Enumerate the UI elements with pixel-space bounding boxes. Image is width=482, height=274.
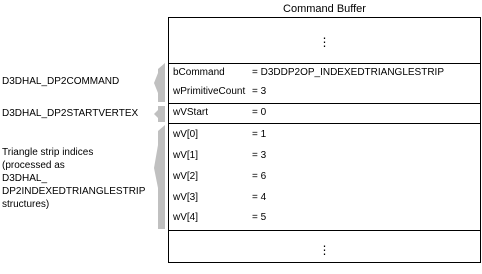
value-wv4: = 5 [252, 212, 267, 223]
ellipsis-bottom: ⋮ [318, 243, 331, 257]
field-wv1: wV[1] [173, 150, 199, 161]
field-wv4: wV[4] [173, 212, 199, 223]
separator-indices [168, 230, 481, 231]
command-brace [154, 63, 165, 102]
field-wv0: wV[0] [173, 129, 199, 140]
field-wv2: wV[2] [173, 171, 199, 182]
indices-label-line: DP2INDEXEDTRIANGLESTRIP [2, 186, 146, 197]
separator-top [168, 63, 481, 64]
value-wv1: = 3 [252, 150, 267, 161]
value-wvstart: = 0 [252, 107, 267, 118]
startvertex-brace [154, 106, 165, 122]
indices-label-line: (processed as [2, 160, 65, 171]
value-wv0: = 1 [252, 129, 267, 140]
field-bcommand: bCommand [173, 67, 225, 78]
command-buffer-title: Command Buffer [283, 3, 366, 15]
indices-brace [154, 125, 165, 229]
command-buffer-box [168, 17, 481, 263]
indices-label-line: Triangle strip indices [2, 147, 94, 158]
value-wv3: = 4 [252, 192, 267, 203]
label-dp2command: D3DHAL_DP2COMMAND [2, 76, 120, 87]
value-wv2: = 6 [252, 171, 267, 182]
value-bcommand: = D3DDP2OP_INDEXEDTRIANGLESTRIP [252, 67, 444, 78]
indices-label-line: D3DHAL_ [2, 173, 48, 184]
separator-command [168, 103, 481, 104]
field-wvstart: wVStart [173, 107, 209, 118]
separator-startvertex [168, 123, 481, 124]
label-dp2startvertex: D3DHAL_DP2STARTVERTEX [2, 108, 139, 119]
label-triangle-strip-indices: Triangle strip indices (processed as D3D… [2, 146, 145, 211]
indices-label-line: structures) [2, 199, 50, 210]
field-wv3: wV[3] [173, 192, 199, 203]
ellipsis-top: ⋮ [318, 35, 331, 49]
value-wprimitivecount: = 3 [252, 86, 267, 97]
field-wprimitivecount: wPrimitiveCount [173, 86, 246, 97]
